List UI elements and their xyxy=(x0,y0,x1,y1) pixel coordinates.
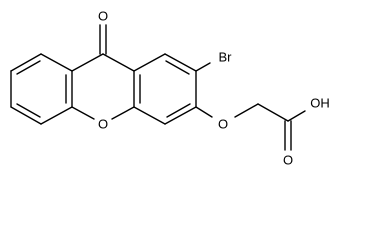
ketone-oxygen-label: O xyxy=(98,9,108,24)
chemical-structure: O Br O O O OH xyxy=(10,9,330,168)
atom-labels: O Br O O O OH xyxy=(98,9,330,168)
hydroxyl-label: OH xyxy=(310,96,330,111)
bond-lines xyxy=(10,24,306,151)
ring-oxygen-label: O xyxy=(98,117,108,132)
ether-oxygen-label: O xyxy=(218,117,228,132)
bromine-label: Br xyxy=(219,50,233,65)
carbonyl-oxygen-label: O xyxy=(283,153,293,168)
